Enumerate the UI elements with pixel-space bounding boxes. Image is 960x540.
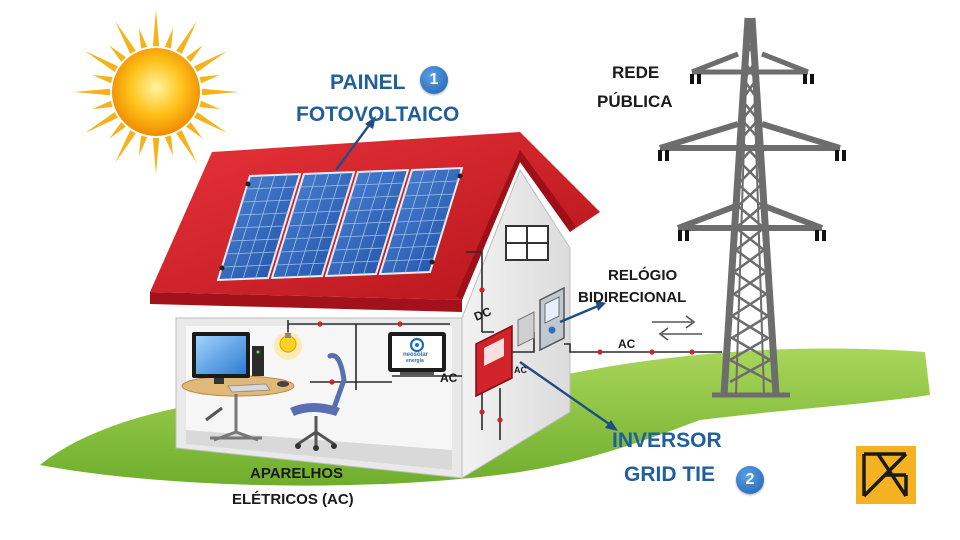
panel-cell-line xyxy=(395,219,447,223)
ac-label-line: AC xyxy=(618,337,636,351)
panel-cell-line xyxy=(387,245,439,249)
panel-cell-line xyxy=(291,210,343,214)
current-markers xyxy=(317,287,695,423)
panel-cell-line xyxy=(287,223,339,227)
bidirectional-arrows-icon xyxy=(652,315,702,341)
sun-ray xyxy=(176,20,197,54)
inverter-device xyxy=(475,324,513,398)
sun-ray xyxy=(194,112,228,133)
insulators xyxy=(658,74,846,241)
meter-label-line2: BIDIRECIONAL xyxy=(578,289,687,306)
computer-desk xyxy=(181,332,295,442)
panel-cell-line xyxy=(337,234,389,238)
panel-cell-line xyxy=(225,251,277,255)
panel-cell-line xyxy=(349,195,401,199)
sun-ray xyxy=(194,51,228,72)
grid-label-line1: REDE xyxy=(612,63,660,82)
sun-ray xyxy=(199,100,220,110)
transmission-tower-icon xyxy=(659,17,841,398)
panel-label-line1: PAINEL xyxy=(330,71,406,94)
sun-ray xyxy=(109,45,126,62)
panel-cell-line xyxy=(333,247,385,251)
panel-cell-line xyxy=(283,236,335,240)
monitor-brand-line1: neosolar xyxy=(403,352,429,358)
sun-ray xyxy=(199,74,220,84)
panel-cell-line xyxy=(237,212,289,216)
sun-ray xyxy=(138,28,148,49)
panel-cell-line xyxy=(233,225,285,229)
panel-cell-line xyxy=(407,180,459,184)
panel-cell-line xyxy=(241,199,293,203)
sun-ray xyxy=(152,137,160,174)
sun-ray xyxy=(186,122,203,139)
dc-disconnect-box xyxy=(517,311,535,347)
sun-ray xyxy=(164,135,174,156)
sun-ray xyxy=(115,130,136,164)
appliances-label-line2: ELÉTRICOS (AC) xyxy=(232,491,354,508)
panel-cell-line xyxy=(275,262,327,266)
panel-cell-line xyxy=(345,208,397,212)
grid-label-line2: PÚBLICA xyxy=(597,92,673,111)
annotation-arrowheads xyxy=(365,116,618,431)
panel-cell-line xyxy=(403,193,455,197)
appliances-label-line1: APARELHOS xyxy=(250,465,344,482)
panel-cell-line xyxy=(391,232,443,236)
sun-icon xyxy=(74,10,238,174)
monitor-brand-line2: energia xyxy=(406,358,424,364)
panel-cell-line xyxy=(279,249,331,253)
panel-mount-clip xyxy=(457,173,463,179)
panel-cell-line xyxy=(299,184,351,188)
inverter-label-line1: INVERSOR xyxy=(612,429,722,452)
solar-panel-icon xyxy=(216,166,464,282)
panel-cell-line xyxy=(245,186,297,190)
logo-icon xyxy=(856,446,916,504)
panel-cell-line xyxy=(221,264,273,268)
office-chair xyxy=(290,353,347,451)
panel-number-badge: 1 xyxy=(420,66,448,94)
bidirectional-meter xyxy=(539,286,565,352)
panel-mount-clip xyxy=(219,265,225,271)
panel-cell-line xyxy=(329,260,381,264)
sun-ray xyxy=(164,28,174,49)
sun-ray xyxy=(152,10,160,47)
inverter-label-line2: GRID TIE xyxy=(624,463,716,486)
panel-cell-line xyxy=(341,221,393,225)
meter-label-line1: RELÓGIO xyxy=(608,267,678,284)
panel-cell-line xyxy=(229,238,281,242)
sun-ray xyxy=(201,88,238,96)
sun-ray xyxy=(84,51,118,72)
sun-ray xyxy=(74,88,111,96)
ac-label-house: AC xyxy=(440,371,458,385)
sun-ray xyxy=(92,74,113,84)
ac-label-inverter: AC xyxy=(514,365,527,375)
sun-ray xyxy=(92,100,113,110)
sun-ray xyxy=(115,20,136,54)
inverter-number-badge: 2 xyxy=(736,466,764,494)
panel-cell-line xyxy=(399,206,451,210)
light-bulb xyxy=(274,332,302,360)
panel-mount-clip xyxy=(429,259,435,265)
sun-ray xyxy=(109,122,126,139)
panel-mount-clip xyxy=(245,181,251,187)
wiring xyxy=(287,251,722,440)
panel-cell-line xyxy=(383,258,435,262)
window xyxy=(505,225,549,261)
sun-ray xyxy=(186,45,203,62)
panel-cell-line xyxy=(295,197,347,201)
sun-ray xyxy=(138,135,148,156)
sun-ray xyxy=(176,130,197,164)
panel-cell-line xyxy=(353,182,405,186)
wall-monitor xyxy=(388,332,446,375)
panel-label-line2: FOTOVOLTAICO xyxy=(296,103,460,126)
sun-ray xyxy=(84,112,118,133)
annotation-arrows xyxy=(335,123,613,427)
